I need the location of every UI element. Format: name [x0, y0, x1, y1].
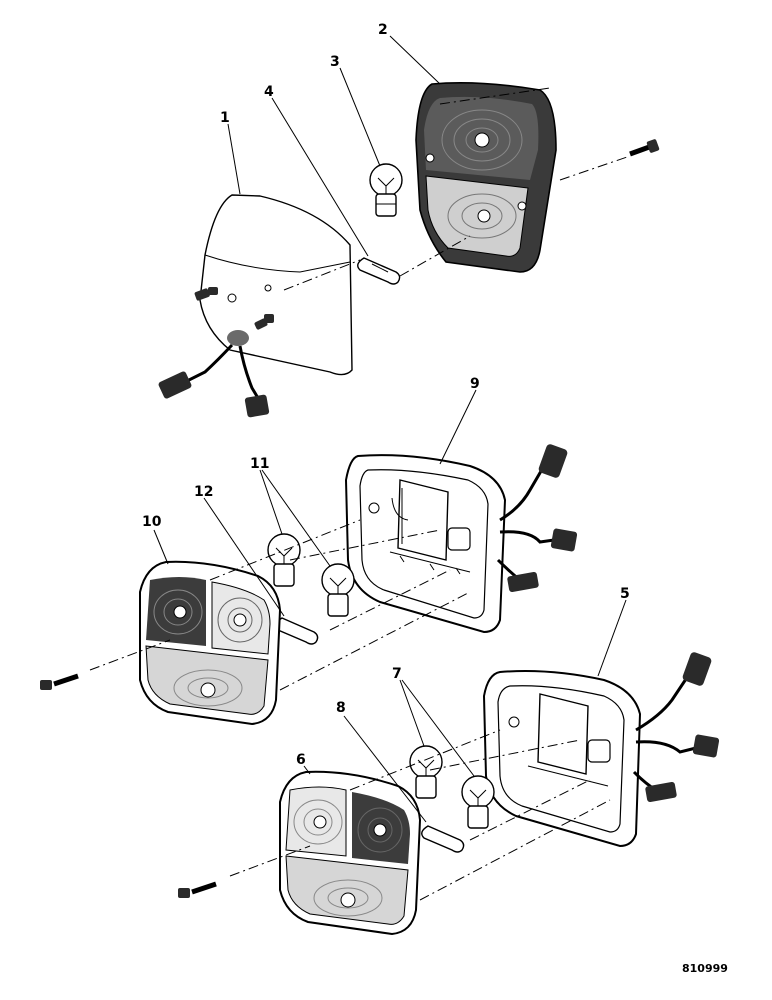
callout-2: 2 [378, 22, 388, 38]
callout-11: 11 [250, 456, 269, 472]
callout-4: 4 [264, 84, 274, 100]
part-10-lens [139, 560, 282, 726]
callout-1: 1 [220, 110, 230, 126]
leader-lines [153, 35, 627, 823]
part-8-festoon-bulb [421, 825, 465, 853]
screw-lower [178, 881, 217, 898]
part-7-bulbs [409, 745, 495, 829]
callout-12: 12 [194, 484, 213, 500]
callout-5: 5 [620, 586, 630, 602]
callout-8: 8 [336, 700, 346, 716]
part-4-festoon-bulb [357, 257, 401, 285]
part-9-housing [344, 444, 578, 634]
callout-labels: 1 2 3 4 5 6 7 8 9 10 11 12 [142, 22, 630, 768]
part-11-bulbs [267, 533, 355, 617]
callout-7: 7 [392, 666, 402, 682]
screw-upper [629, 139, 660, 157]
part-6-lens [279, 770, 422, 936]
part-1-lamp-body [158, 194, 353, 418]
callout-10: 10 [142, 514, 162, 530]
part-5-housing [482, 652, 720, 848]
callout-9: 9 [470, 376, 480, 392]
screw-middle [40, 673, 79, 690]
callout-3: 3 [330, 54, 340, 70]
part-12-festoon-bulb [275, 617, 319, 645]
part-3-bulb [369, 163, 403, 217]
reference-number: 810999 [682, 962, 728, 975]
part-2-lens [415, 82, 557, 273]
callout-6: 6 [296, 752, 306, 768]
